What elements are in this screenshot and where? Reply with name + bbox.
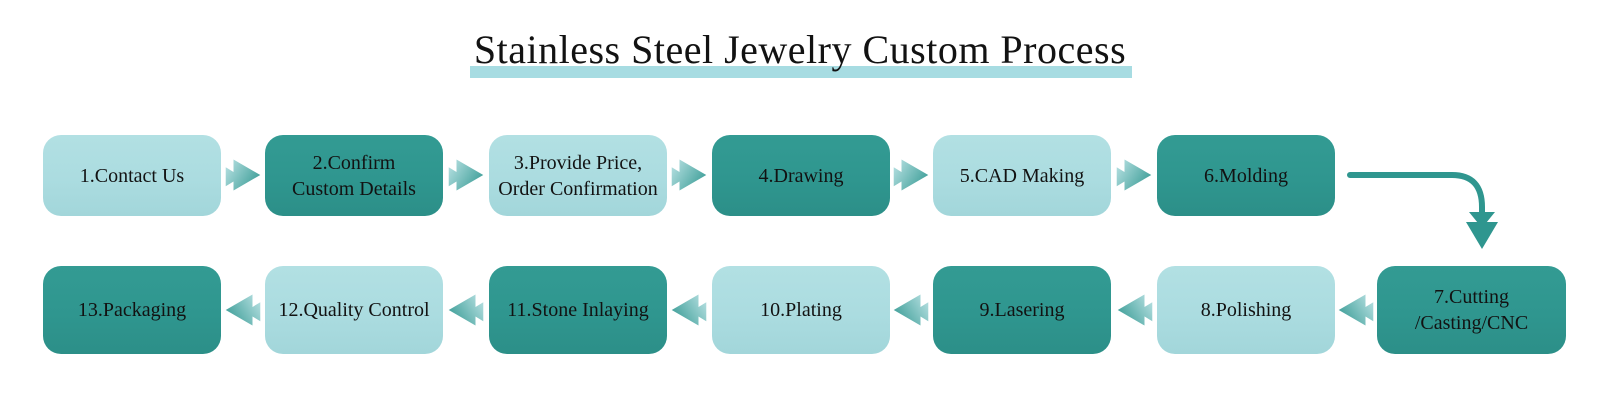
- step-box-cutting-casting-cnc: 7.Cutting /Casting/CNC: [1377, 266, 1566, 354]
- arrow-left-icon: [893, 294, 929, 326]
- step-box-stone-inlaying: 11.Stone Inlaying: [489, 266, 667, 354]
- arrow-right-icon: [1116, 159, 1152, 191]
- step-label: 11.Stone Inlaying: [507, 299, 649, 321]
- arrow-left-icon: [448, 294, 484, 326]
- step-box-lasering: 9.Lasering: [933, 266, 1111, 354]
- step-label: 5.CAD Making: [959, 164, 1085, 187]
- step-label: 13.Packaging: [77, 299, 187, 321]
- step-label: 1.Contact Us: [79, 164, 185, 187]
- step-box-cad-making: 5.CAD Making: [933, 135, 1111, 216]
- step-label: 4.Drawing: [758, 164, 844, 187]
- step-box-molding: 6.Molding: [1157, 135, 1335, 216]
- arrow-left-icon: [225, 294, 261, 326]
- arrow-right-icon: [671, 159, 707, 191]
- step-label: 10.Plating: [760, 299, 842, 321]
- title-underline: [470, 66, 1132, 78]
- step-box-contact-us: 1.Contact Us: [43, 135, 221, 216]
- step-box-polishing: 8.Polishing: [1157, 266, 1335, 354]
- step-label: 9.Lasering: [979, 299, 1065, 321]
- arrow-right-icon: [448, 159, 484, 191]
- step-label: 2.Confirm Custom Details: [292, 151, 416, 200]
- step-box-provide-price: 3.Provide Price, Order Confirmation: [489, 135, 667, 216]
- step-box-packaging: 13.Packaging: [43, 266, 221, 354]
- arrow-left-icon: [671, 294, 707, 326]
- arrow-right-icon: [225, 159, 261, 191]
- arrow-left-icon: [1117, 294, 1153, 326]
- step-box-quality-control: 12.Quality Control: [265, 266, 443, 354]
- step-box-confirm-details: 2.Confirm Custom Details: [265, 135, 443, 216]
- step-box-drawing: 4.Drawing: [712, 135, 890, 216]
- step-label: 12.Quality Control: [278, 299, 430, 321]
- step-label: 7.Cutting /Casting/CNC: [1414, 286, 1529, 334]
- step-label: 8.Polishing: [1200, 299, 1292, 321]
- step-box-plating: 10.Plating: [712, 266, 890, 354]
- step-label: 3.Provide Price, Order Confirmation: [498, 151, 658, 200]
- step-label: 6.Molding: [1204, 164, 1288, 187]
- page-title: Stainless Steel Jewelry Custom Process: [473, 27, 1127, 72]
- arrow-right-icon: [893, 159, 929, 191]
- arrow-left-icon: [1338, 294, 1374, 326]
- arrow-down-elbow-connector: [1347, 172, 1498, 249]
